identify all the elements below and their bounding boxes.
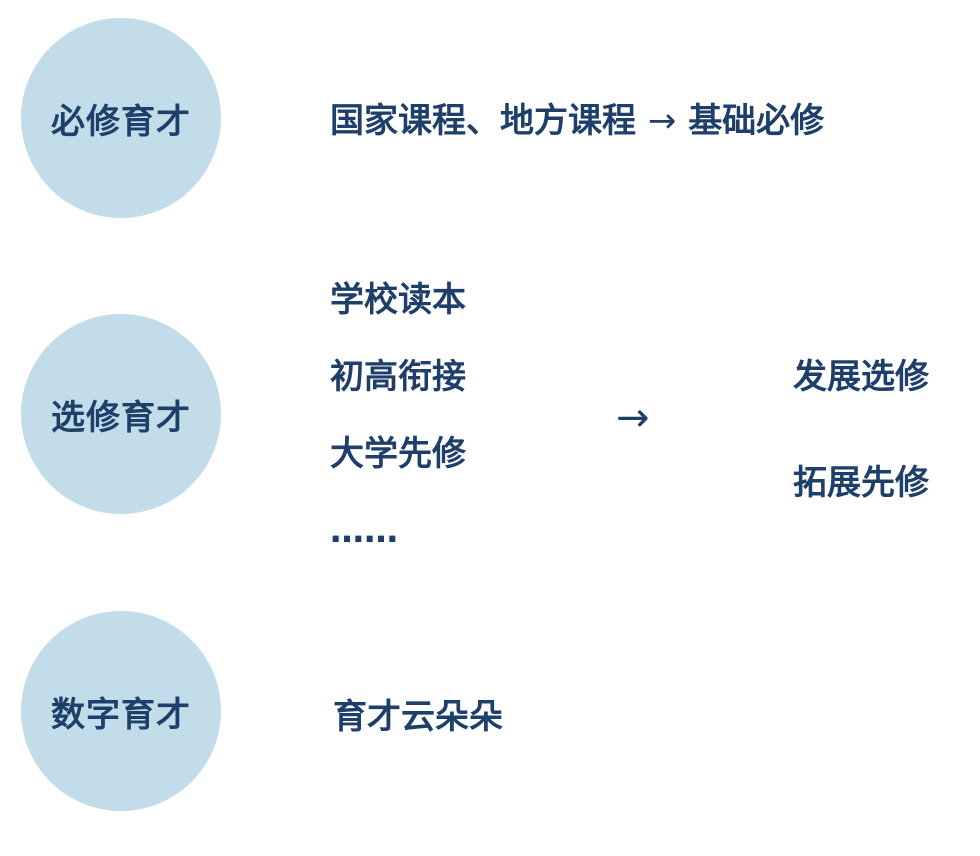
list-item: 学校读本	[330, 280, 466, 320]
list-item: 发展选修	[793, 357, 929, 397]
required-result: 基础必修	[688, 101, 825, 141]
digital-circle: 数字育才	[21, 611, 221, 811]
elective-circle-label: 选修育才	[51, 397, 191, 438]
required-courses: 国家课程、地方课程	[330, 101, 636, 141]
elective-circle: 选修育才	[21, 314, 221, 514]
elective-arrow-icon: →	[616, 395, 650, 441]
required-circle-label: 必修育才	[51, 101, 191, 142]
required-flow: 国家课程、地方课程 → 基础必修	[330, 104, 824, 138]
elective-result-list: 发展选修 拓展先修	[793, 360, 929, 572]
list-item: 拓展先修	[793, 463, 929, 503]
list-item: ……	[330, 511, 398, 551]
required-circle: 必修育才	[21, 18, 221, 218]
list-item: 初高衔接	[330, 357, 466, 397]
digital-platform: 育才云朵朵	[333, 697, 503, 737]
digital-circle-label: 数字育才	[51, 694, 191, 735]
elective-course-list: 学校读本 初高衔接 大学先修 ……	[330, 283, 466, 591]
required-arrow-icon: →	[647, 101, 677, 141]
list-item: 大学先修	[330, 434, 466, 474]
